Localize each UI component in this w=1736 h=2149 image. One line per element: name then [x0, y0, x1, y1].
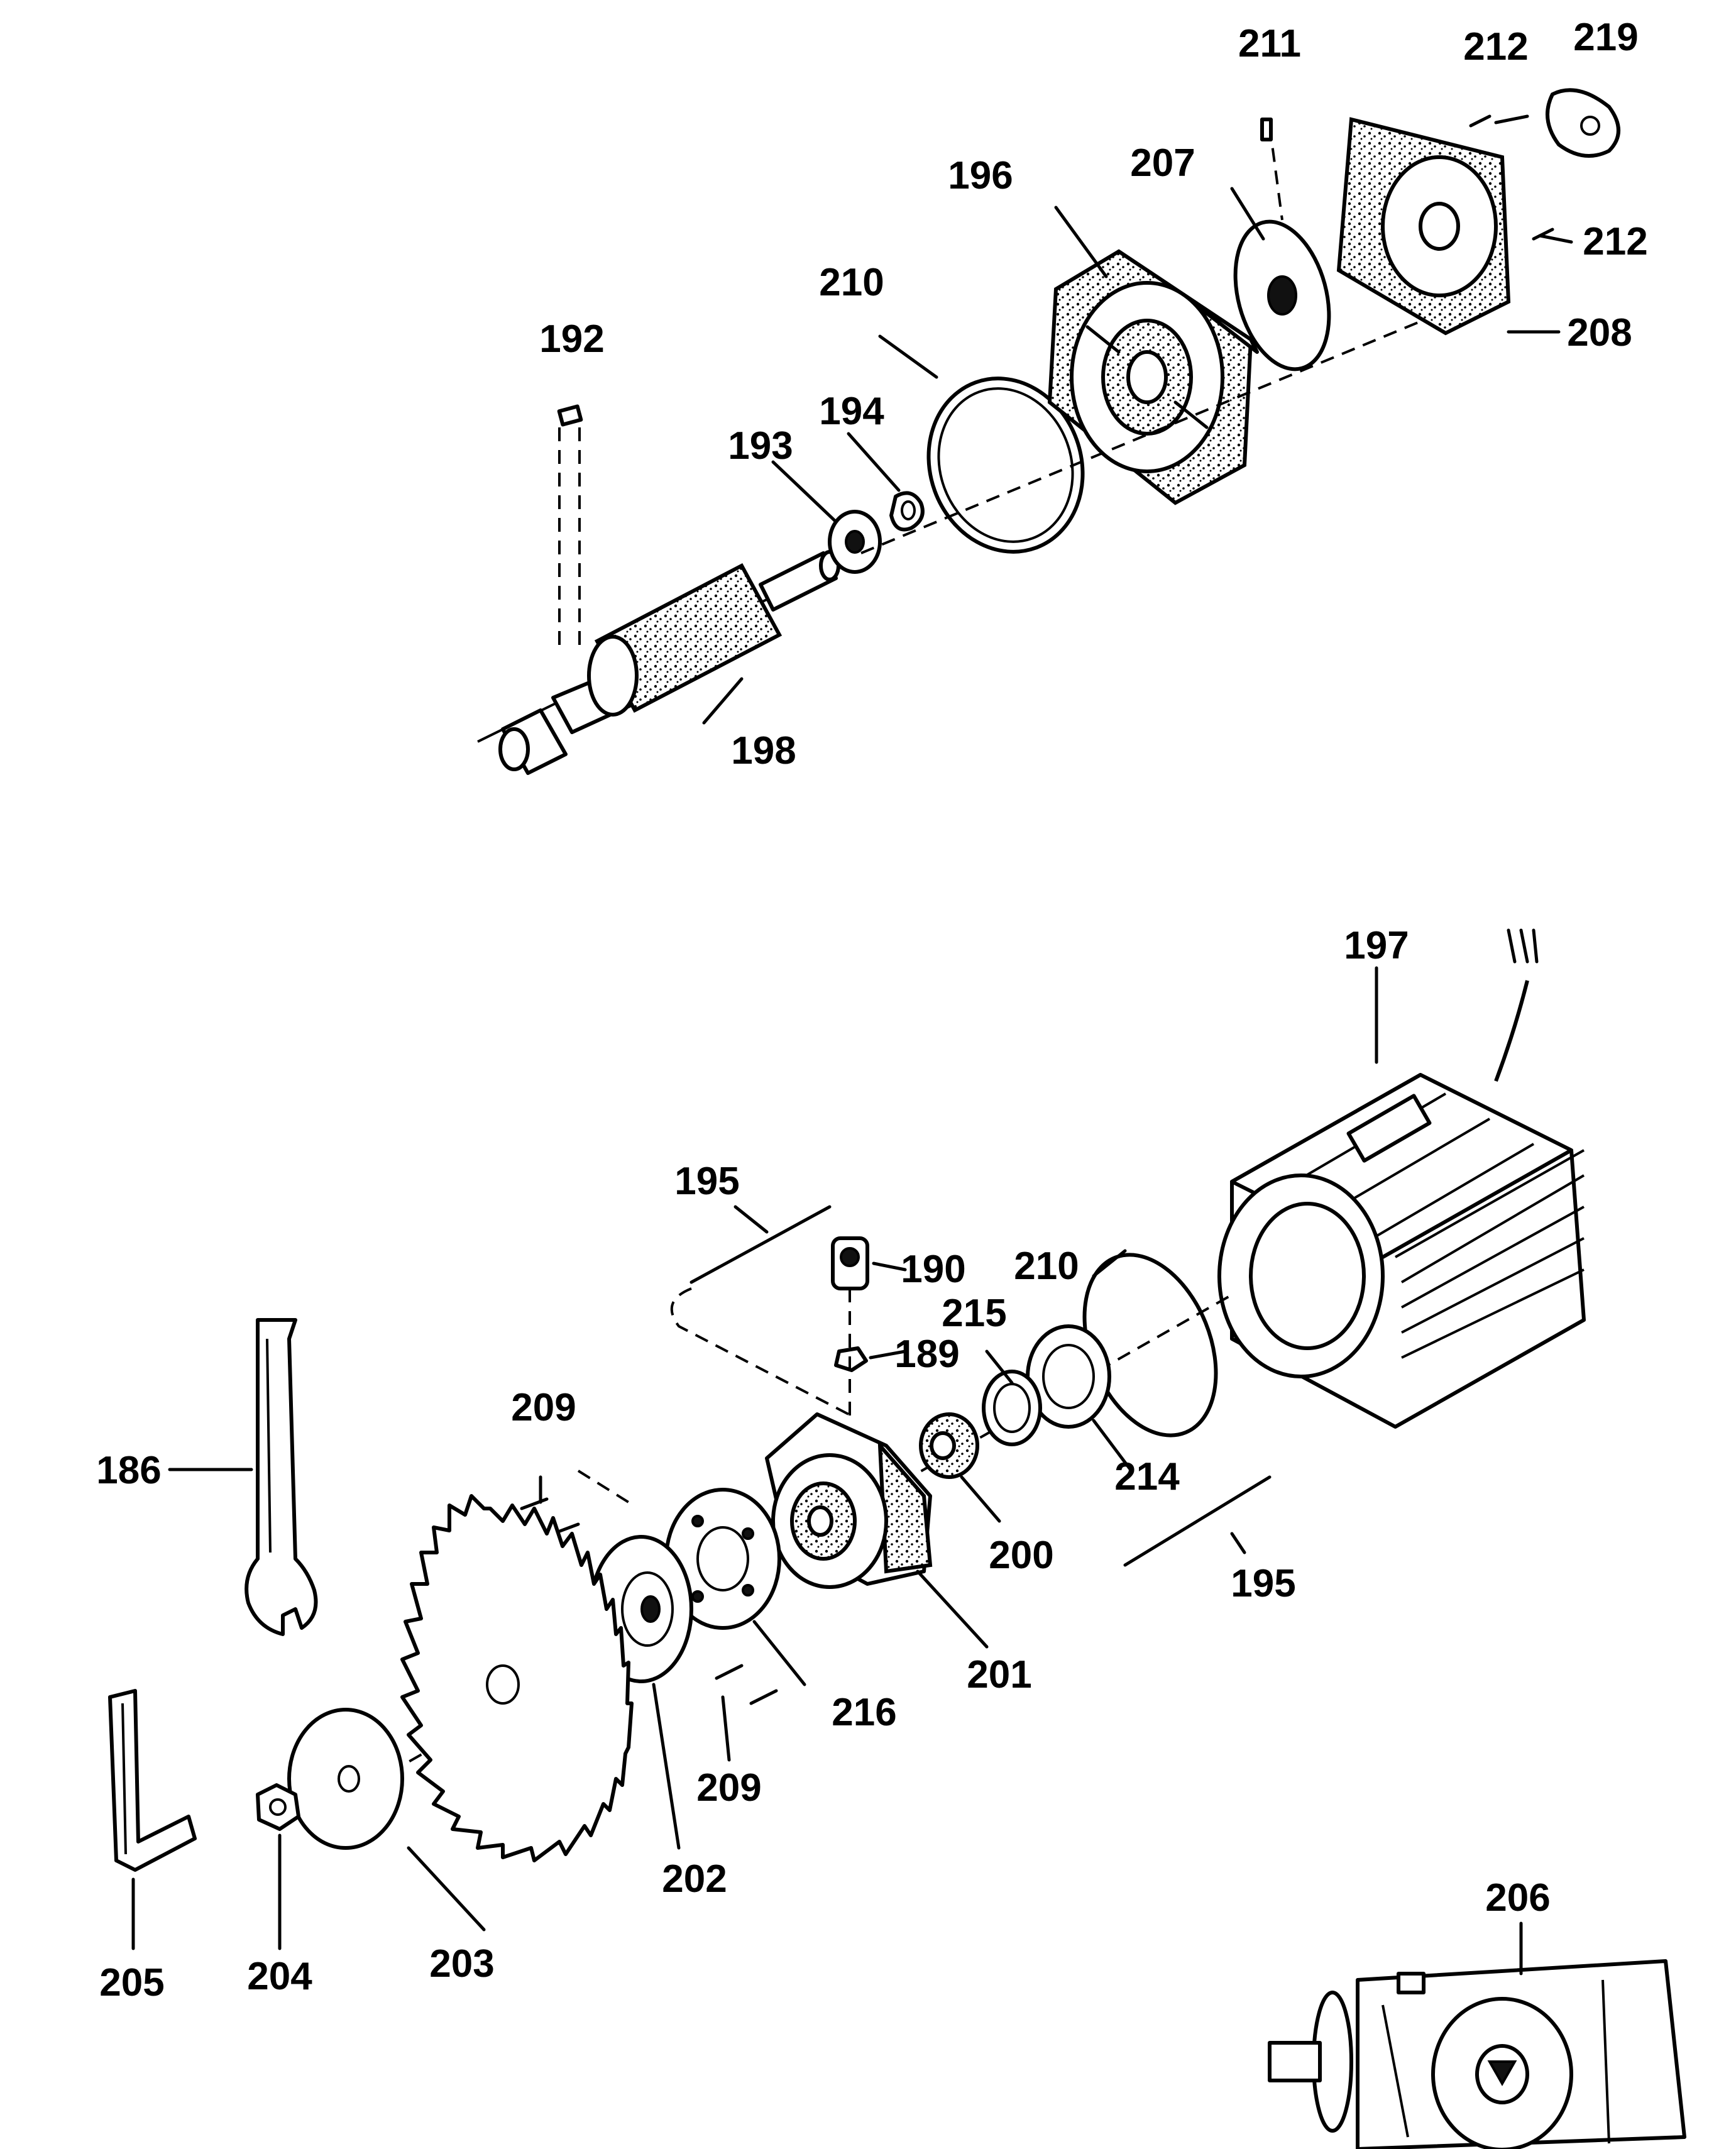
part-195-rod-upper [670, 1205, 849, 1415]
label-195-lower: 195 [1231, 1562, 1295, 1605]
part-207-fan [1233, 125, 1331, 371]
label-219: 219 [1573, 16, 1638, 59]
label-197: 197 [1344, 924, 1409, 967]
label-195-upper: 195 [674, 1160, 739, 1203]
part-219-plate [1546, 88, 1620, 158]
label-215: 215 [942, 1292, 1006, 1335]
callout-labels: 211 212 219 196 207 212 210 208 192 194 … [96, 16, 1647, 2004]
label-206: 206 [1485, 1876, 1550, 1920]
label-209-upper: 209 [511, 1386, 576, 1429]
part-198-armature [477, 550, 862, 775]
part-209-screws-lower [715, 1664, 778, 1705]
label-205: 205 [99, 1961, 164, 2004]
label-201: 201 [967, 1653, 1031, 1696]
part-194-clip [889, 491, 925, 532]
part-201-gear-housing [765, 1412, 933, 1589]
part-190-lever [831, 1236, 869, 1290]
label-211: 211 [1238, 22, 1301, 65]
label-214: 214 [1114, 1455, 1180, 1498]
label-212-top: 212 [1463, 25, 1528, 69]
part-205-hex-key [108, 1689, 197, 1872]
label-186: 186 [96, 1449, 161, 1492]
part-212-screw-right [1532, 228, 1554, 241]
label-190: 190 [901, 1248, 965, 1291]
part-192-key [557, 404, 583, 654]
label-202: 202 [662, 1857, 727, 1901]
label-207: 207 [1130, 141, 1195, 185]
label-198: 198 [731, 729, 796, 772]
label-216: 216 [832, 1691, 896, 1734]
part-203-outer-flange [287, 1708, 404, 1850]
part-212-screw-top [1469, 114, 1492, 128]
label-194: 194 [819, 390, 884, 433]
label-208: 208 [1567, 311, 1632, 355]
label-204: 204 [247, 1955, 312, 1998]
part-196-fan-housing [1047, 249, 1259, 505]
part-200-bearing [919, 1412, 979, 1479]
label-212-right: 212 [1583, 220, 1647, 263]
leader-lines-bottom [131, 966, 1523, 1976]
label-209-lower: 209 [696, 1766, 761, 1810]
label-200: 200 [989, 1534, 1053, 1577]
label-210-bottom: 210 [1014, 1245, 1079, 1288]
part-215-ring [982, 1370, 1042, 1446]
label-196: 196 [948, 154, 1013, 197]
part-197-motor-body [1217, 928, 1586, 1429]
label-203: 203 [429, 1942, 494, 1986]
part-193-bearing [828, 510, 882, 574]
part-211-screw [1260, 118, 1273, 141]
label-192: 192 [539, 317, 604, 361]
label-189: 189 [894, 1333, 959, 1376]
part-203-saw-blade [400, 1494, 634, 1862]
part-204-nut [256, 1783, 300, 1831]
part-206-complete-motor [1268, 1959, 1686, 2149]
part-195-rod-lower [1123, 1475, 1272, 1567]
label-210-top: 210 [819, 261, 884, 304]
leader-lines-top [702, 114, 1573, 725]
label-193: 193 [728, 424, 793, 468]
part-186-wrench [244, 1318, 318, 1636]
part-208-fan-cover [1336, 117, 1511, 336]
